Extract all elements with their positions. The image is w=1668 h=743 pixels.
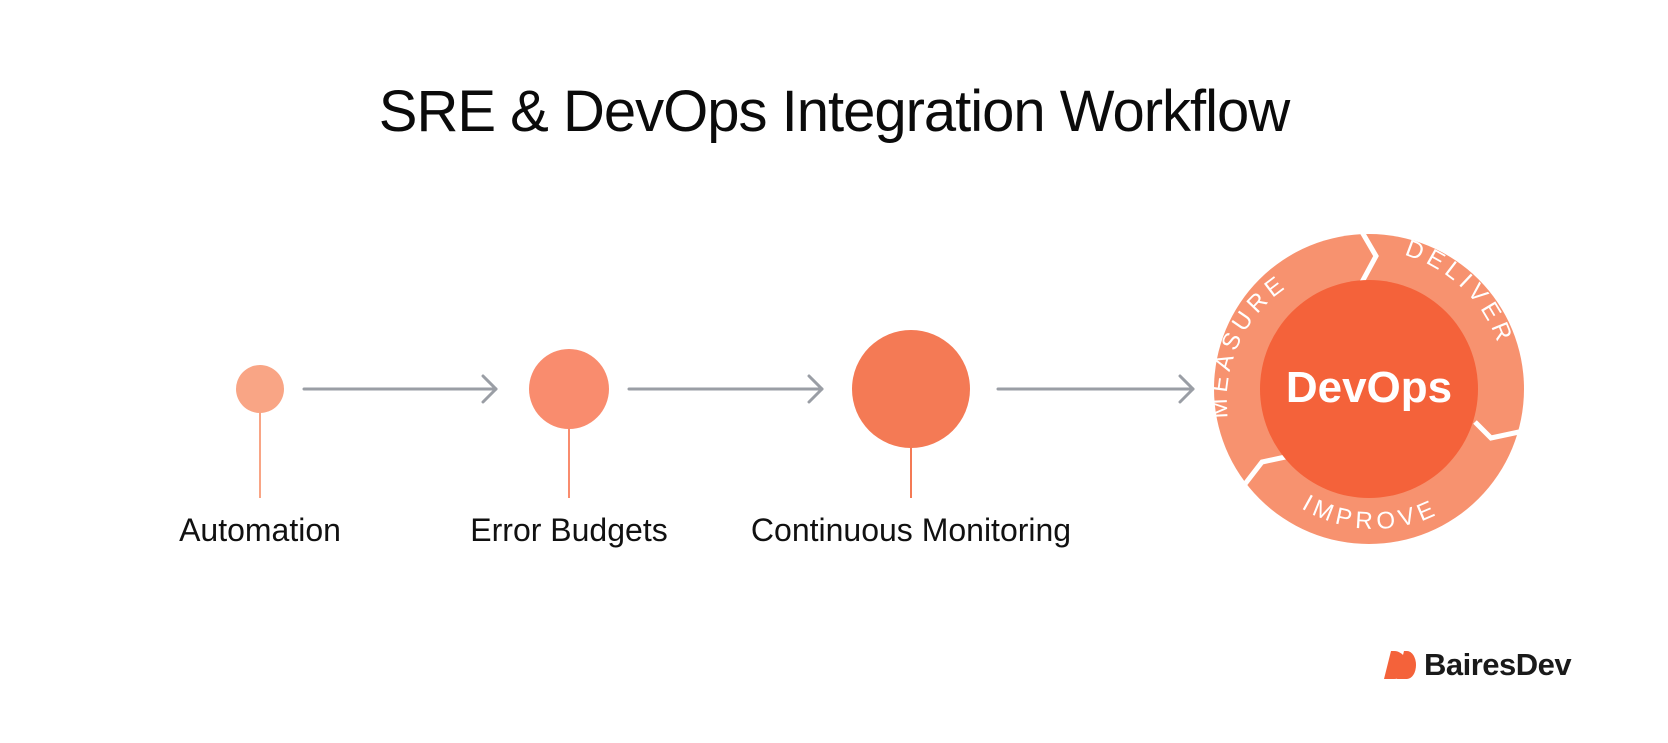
devops-inner-circle	[1260, 280, 1478, 498]
step-label-error-budgets: Error Budgets	[470, 512, 668, 548]
arrow-error-budgets-to-monitoring	[627, 374, 824, 404]
error-budgets-node	[529, 349, 609, 429]
arrow-monitoring-to-devops	[996, 374, 1195, 404]
devops-cycle: MEASURE DELIVER IMPROVE DevOps	[1205, 230, 1524, 544]
brand-logo: BairesDev	[1382, 645, 1572, 685]
step-label-automation: Automation	[179, 512, 341, 548]
arrow-automation-to-error-budgets	[302, 374, 498, 404]
bairesdev-logo-icon	[1384, 651, 1416, 679]
automation-node	[236, 365, 284, 413]
brand-name: BairesDev	[1424, 647, 1572, 682]
step-label-continuous-monitoring: Continuous Monitoring	[750, 512, 1072, 548]
devops-center-label: DevOps	[1286, 363, 1452, 412]
continuous-monitoring-node	[852, 330, 970, 448]
cycle-dividers	[1243, 230, 1520, 486]
diagram-title: SRE & DevOps Integration Workflow	[378, 79, 1290, 144]
